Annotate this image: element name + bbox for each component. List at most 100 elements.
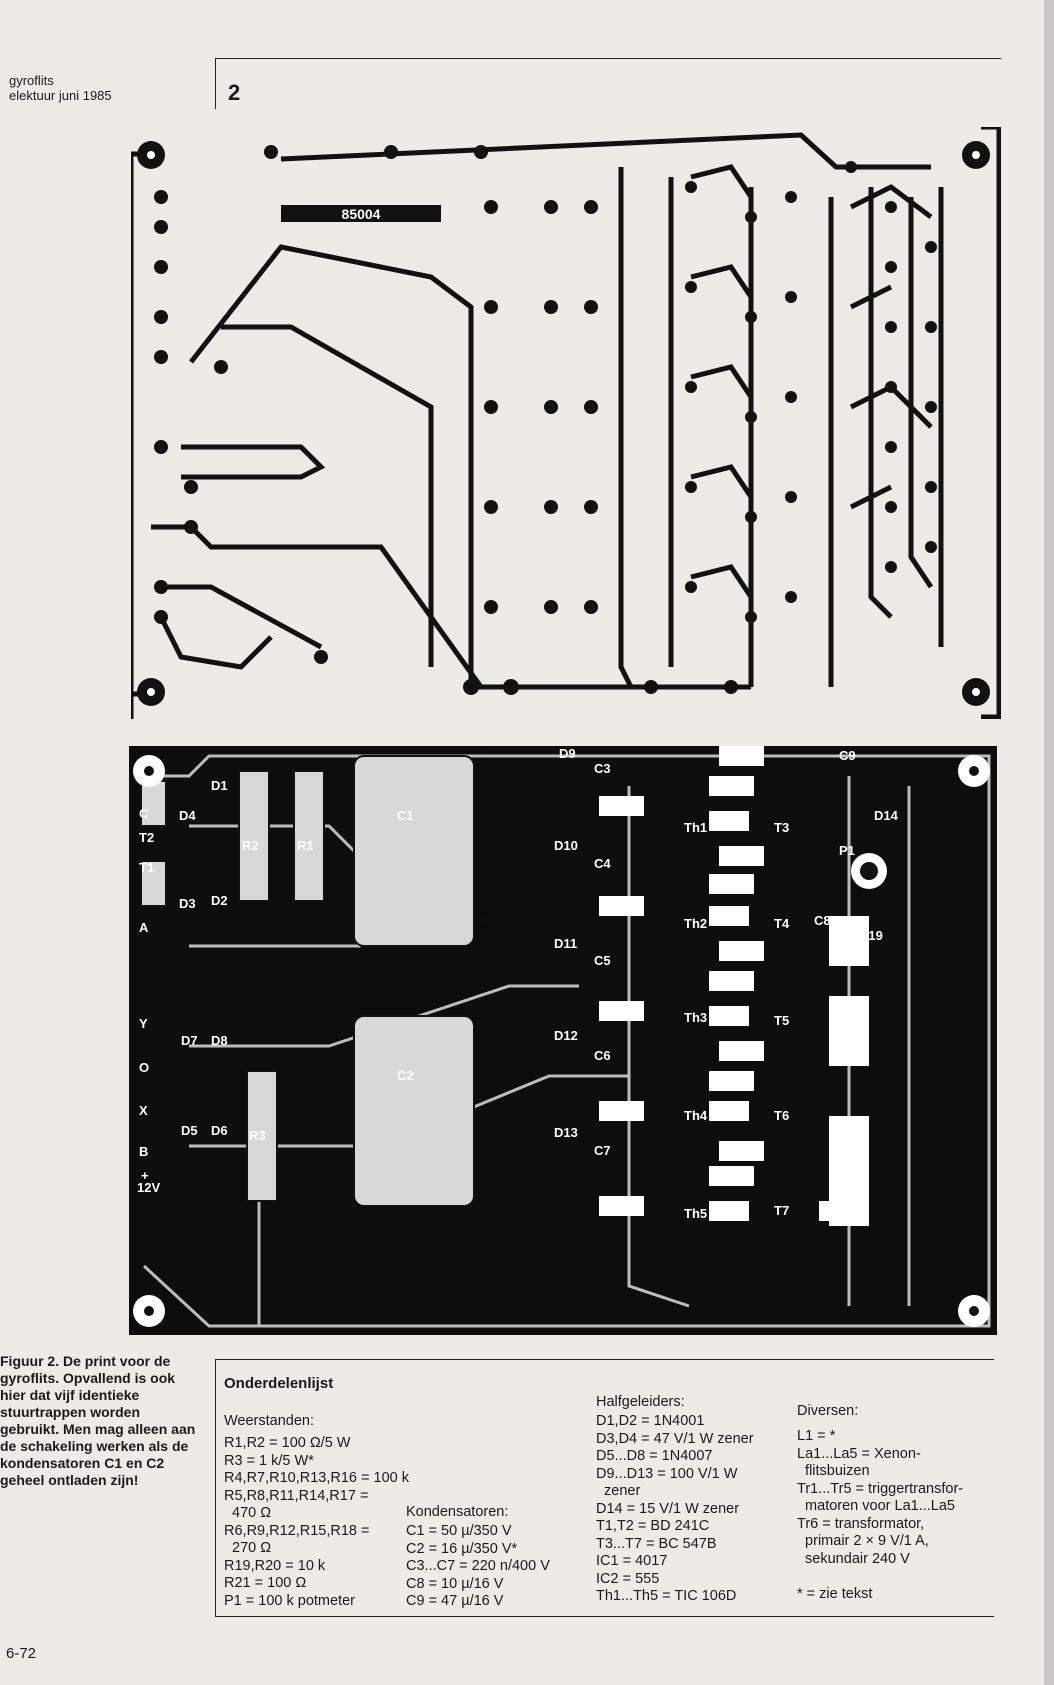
silkscreen-label: T3: [774, 820, 790, 835]
silkscreen-label: 4: [481, 1010, 487, 1021]
parts-list-line: R6,R9,R12,R15,R18 =: [224, 1522, 370, 1539]
parts-list-line: Th1...Th5 = TIC 106D: [596, 1588, 737, 1604]
silkscreen-label: R8: [724, 850, 741, 865]
silkscreen-label: R13: [604, 1106, 628, 1121]
silkscreen-label: R18: [714, 1172, 738, 1187]
silkscreen-label: +: [141, 1168, 149, 1183]
silkscreen-label: D1: [211, 778, 228, 793]
silkscreen-label: R19: [859, 928, 883, 943]
figure-caption: Figuur 2. De print voor de gyroflits. Op…: [0, 1353, 196, 1488]
silkscreen-label: D2: [211, 893, 228, 908]
parts-list-line: zener: [596, 1483, 641, 1499]
silkscreen-label: C5: [594, 953, 611, 968]
silkscreen-label: D11: [554, 936, 578, 951]
header-issue: elektuur juni 1985: [9, 88, 112, 103]
silkscreen-label: Y: [139, 1016, 148, 1031]
silkscreen-label: Th5: [684, 1206, 708, 1221]
silkscreen-label: C4: [594, 856, 611, 871]
parts-list-line: matoren voor La1...La5: [797, 1498, 955, 1514]
silkscreen-label: D8: [211, 1033, 228, 1048]
silkscreen-label: T1: [139, 860, 155, 875]
parts-list-title: Onderdelenlijst: [224, 1375, 334, 1392]
silkscreen-label: C8: [814, 913, 831, 928]
semiconductors-heading: Halfgeleiders:: [596, 1394, 685, 1410]
silkscreen-label: D14: [874, 808, 898, 823]
silkscreen-label: C9: [839, 748, 856, 763]
parts-list-line: D9...D13 = 100 V/1 W: [596, 1465, 738, 1482]
parts-list-line: C8 = 10 µ/16 V: [406, 1575, 504, 1592]
silkscreen-label: R14: [724, 1046, 748, 1061]
silkscreen-label: D7: [181, 1033, 198, 1048]
parts-list-line: C1 = 50 µ/350 V: [406, 1523, 512, 1539]
silkscreen-label: 5: [481, 1108, 487, 1119]
silkscreen-label: D12: [554, 1028, 578, 1043]
parts-list-line: [797, 1568, 963, 1586]
silkscreen-label: R15: [714, 1076, 738, 1091]
silkscreen-label: C7: [594, 1143, 611, 1158]
silkscreen-label: T6: [774, 1108, 790, 1123]
silkscreen-label: 3: [481, 916, 487, 927]
overlay-graphics: [133, 746, 991, 1328]
parts-list-line: D5...D8 = 1N4007: [596, 1448, 713, 1464]
silkscreen-label: R12: [714, 976, 738, 991]
parts-list-line: C2 = 16 µ/350 V*: [406, 1540, 518, 1557]
parts-list-line: * = zie tekst: [797, 1585, 873, 1602]
parts-list-line: Tr6 = transformator,: [797, 1515, 925, 1532]
figure-frame: [215, 58, 1001, 109]
silkscreen-label: R17: [724, 1146, 748, 1161]
mounting-hole-icons: [137, 141, 990, 706]
silkscreen-label: X: [139, 1103, 148, 1118]
parts-list-line: sekundair 240 V: [797, 1550, 910, 1567]
silkscreen-label: T4: [774, 916, 790, 931]
silkscreen-label: 12V: [137, 1180, 161, 1195]
misc-heading: Diversen:: [797, 1403, 859, 1419]
capacitors-heading: Kondensatoren:: [406, 1504, 509, 1520]
parts-list-line: T3...T7 = BC 547B: [596, 1535, 717, 1552]
silkscreen-label: C3: [594, 761, 611, 776]
scan-edge: [1044, 0, 1054, 1685]
silkscreen-label: A: [139, 920, 149, 935]
parts-list-line: T1,T2 = BD 241C: [596, 1518, 710, 1534]
solder-pads: [154, 145, 937, 695]
figure-number: 2: [228, 80, 241, 105]
parts-list-line: R5,R8,R11,R14,R17 =: [224, 1487, 369, 1504]
parts-list-line: R3 = 1 k/5 W*: [224, 1452, 314, 1469]
parts-list: Onderdelenlijst Weerstanden: R1,R2 = 100…: [215, 1359, 994, 1617]
parts-list-line: flitsbuizen: [797, 1463, 870, 1479]
pcb-copper-layout: 85004: [131, 127, 1001, 719]
silkscreen-label: R3: [249, 1128, 266, 1143]
silkscreen-label: D4: [179, 808, 196, 823]
parts-list-line: R1,R2 = 100 Ω/5 W: [224, 1435, 351, 1451]
silkscreen-label: R2: [242, 838, 259, 853]
silkscreen-label: R21: [824, 1205, 848, 1220]
parts-list-line: P1 = 100 k potmeter: [224, 1592, 355, 1609]
silkscreen-label: R6: [714, 782, 731, 797]
silkscreen-label: IC2: [839, 1038, 860, 1053]
silkscreen-label: R7: [604, 902, 621, 917]
silkscreen-label: O: [139, 1060, 150, 1075]
silkscreen-label: T7: [774, 1203, 790, 1218]
silkscreen-label: R1: [297, 838, 314, 853]
silkscreen-label: B: [139, 1144, 149, 1159]
header-title: gyroflits: [9, 73, 54, 88]
parts-list-line: C9 = 47 µ/16 V: [406, 1593, 504, 1609]
parts-list-line: IC2 = 555: [596, 1570, 660, 1587]
silkscreen-label: P1: [839, 843, 855, 858]
mounting-hole-icons: [133, 755, 990, 1327]
parts-list-line: La1...La5 = Xenon-: [797, 1445, 921, 1462]
silkscreen-label: D13: [554, 1125, 578, 1140]
silkscreen-label: R11: [724, 946, 748, 961]
parts-list-line: L1 = *: [797, 1428, 836, 1444]
copper-tracks: [131, 127, 1001, 719]
parts-list-line: R4,R7,R10,R13,R16 = 100 k: [224, 1470, 409, 1486]
parts-list-line: R21 = 100 Ω: [224, 1575, 307, 1591]
silkscreen-label: 1: [481, 745, 487, 756]
silkscreen-label: C1: [397, 808, 414, 823]
silkscreen-label: T2: [139, 830, 155, 845]
resistors-heading: Weerstanden:: [224, 1413, 315, 1429]
